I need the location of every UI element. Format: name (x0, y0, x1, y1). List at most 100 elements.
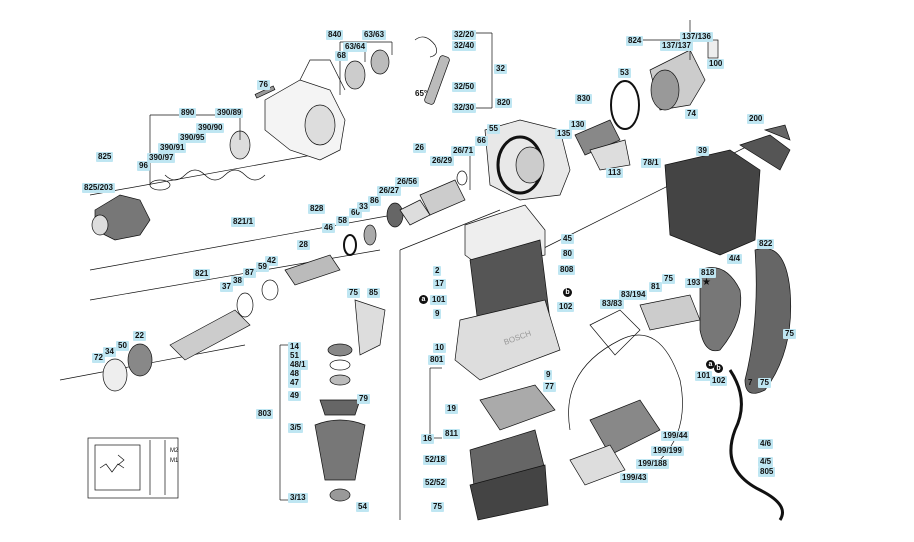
part-label-58: 58 (336, 216, 349, 226)
part-label-4-6: 4/6 (758, 439, 774, 449)
part-label-102-b: 102 (710, 376, 728, 386)
marker-a-handle: a (706, 360, 715, 369)
part-label-135: 135 (555, 129, 573, 139)
part-label-32-30: 32/30 (452, 103, 477, 113)
marker-b-motor: b (563, 288, 572, 297)
part-label-101-b: 101 (695, 371, 713, 381)
part-label-22: 22 (133, 331, 146, 341)
marker-a-motor: a (419, 295, 428, 304)
part-label-7: 7 (748, 378, 753, 387)
part-label-68: 68 (335, 51, 348, 61)
part-label-825-203: 825/203 (82, 183, 115, 193)
part-label-390-90: 390/90 (196, 123, 225, 133)
part-label-75-c: 75 (431, 502, 444, 512)
part-label-26-71: 26/71 (451, 146, 476, 156)
part-label-32-50: 32/50 (452, 82, 477, 92)
part-label-49: 49 (288, 391, 301, 401)
part-label-60: 60 (349, 208, 362, 218)
part-label-4-5: 4/5 (758, 457, 774, 467)
part-label-9-b: 9 (544, 370, 553, 380)
part-label-37: 37 (220, 282, 233, 292)
part-label-19: 19 (445, 404, 458, 414)
part-label-87: 87 (243, 268, 256, 278)
part-label-3-13: 3/13 (288, 493, 308, 503)
part-label-28: 28 (297, 240, 310, 250)
part-label-199-188: 199/188 (636, 459, 669, 469)
part-label-75-e: 75 (758, 378, 771, 388)
part-label-47: 47 (288, 378, 301, 388)
guide-line (59, 344, 246, 381)
star-marker: ★ (702, 277, 711, 288)
angle-label: 65° (415, 89, 428, 98)
part-label-9-a: 9 (433, 309, 442, 319)
part-label-801: 801 (428, 355, 446, 365)
part-label-63-63: 63/63 (362, 30, 387, 40)
part-label-85: 85 (367, 288, 380, 298)
part-label-26: 26 (413, 143, 426, 153)
part-label-830: 830 (575, 94, 593, 104)
part-label-45: 45 (561, 234, 574, 244)
part-label-3-5: 3/5 (288, 423, 304, 433)
part-label-86: 86 (368, 196, 381, 206)
part-label-77: 77 (543, 382, 556, 392)
part-label-17: 17 (433, 279, 446, 289)
part-label-83-83: 83/83 (600, 299, 625, 309)
part-label-390-97: 390/97 (147, 153, 176, 163)
part-label-76: 76 (257, 80, 270, 90)
part-label-803: 803 (256, 409, 274, 419)
part-label-26-27: 26/27 (377, 186, 402, 196)
marker-b-handle: b (714, 364, 723, 373)
part-label-32-20: 32/20 (452, 30, 477, 40)
part-label-805: 805 (758, 467, 776, 477)
part-label-38: 38 (231, 276, 244, 286)
part-label-199-43: 199/43 (620, 473, 649, 483)
part-label-75-d: 75 (783, 329, 796, 339)
svg-text:M1: M1 (170, 458, 179, 464)
part-label-390-91: 390/91 (158, 143, 187, 153)
part-label-821-1: 821/1 (231, 217, 256, 227)
part-label-78-1: 78/1 (641, 158, 661, 168)
part-label-52-18: 52/18 (423, 455, 448, 465)
part-label-822: 822 (757, 239, 775, 249)
guide-line (89, 249, 381, 301)
part-label-32-40: 32/40 (452, 41, 477, 51)
part-label-102-a: 102 (557, 302, 575, 312)
part-label-50: 50 (116, 341, 129, 351)
part-label-63-64: 63/64 (343, 42, 368, 52)
part-label-828: 828 (308, 204, 326, 214)
part-label-811: 811 (443, 429, 460, 439)
part-label-51: 51 (288, 351, 301, 361)
part-label-824: 824 (626, 36, 644, 46)
part-label-130: 130 (569, 120, 587, 130)
part-label-199-44: 199/44 (661, 431, 690, 441)
part-label-81: 81 (649, 282, 662, 292)
guide-line (89, 209, 421, 271)
part-label-52-52: 52/52 (423, 478, 448, 488)
part-label-199-199: 199/199 (651, 446, 684, 456)
part-label-26-56: 26/56 (395, 177, 420, 187)
part-label-83-194: 83/194 (619, 290, 648, 300)
part-label-890: 890 (179, 108, 197, 118)
part-label-821: 821 (193, 269, 211, 279)
part-label-4-4: 4/4 (727, 254, 743, 264)
part-label-48-1: 48/1 (288, 360, 308, 370)
part-label-820: 820 (495, 98, 513, 108)
part-label-46: 46 (322, 223, 335, 233)
part-label-75-a: 75 (662, 274, 675, 284)
part-label-34: 34 (103, 347, 116, 357)
part-label-55: 55 (487, 124, 500, 134)
part-label-193: 193 (685, 278, 703, 288)
part-label-48: 48 (288, 369, 301, 379)
part-label-840: 840 (326, 30, 344, 40)
part-label-137-137: 137/137 (660, 41, 693, 51)
part-label-818: 818 (699, 268, 717, 278)
part-label-42: 42 (265, 256, 278, 266)
part-label-39: 39 (696, 146, 709, 156)
part-label-32: 32 (494, 64, 507, 74)
part-label-72: 72 (92, 353, 105, 363)
part-label-101-a: 101 (430, 295, 448, 305)
part-label-100: 100 (707, 59, 725, 69)
part-label-808: 808 (558, 265, 576, 275)
